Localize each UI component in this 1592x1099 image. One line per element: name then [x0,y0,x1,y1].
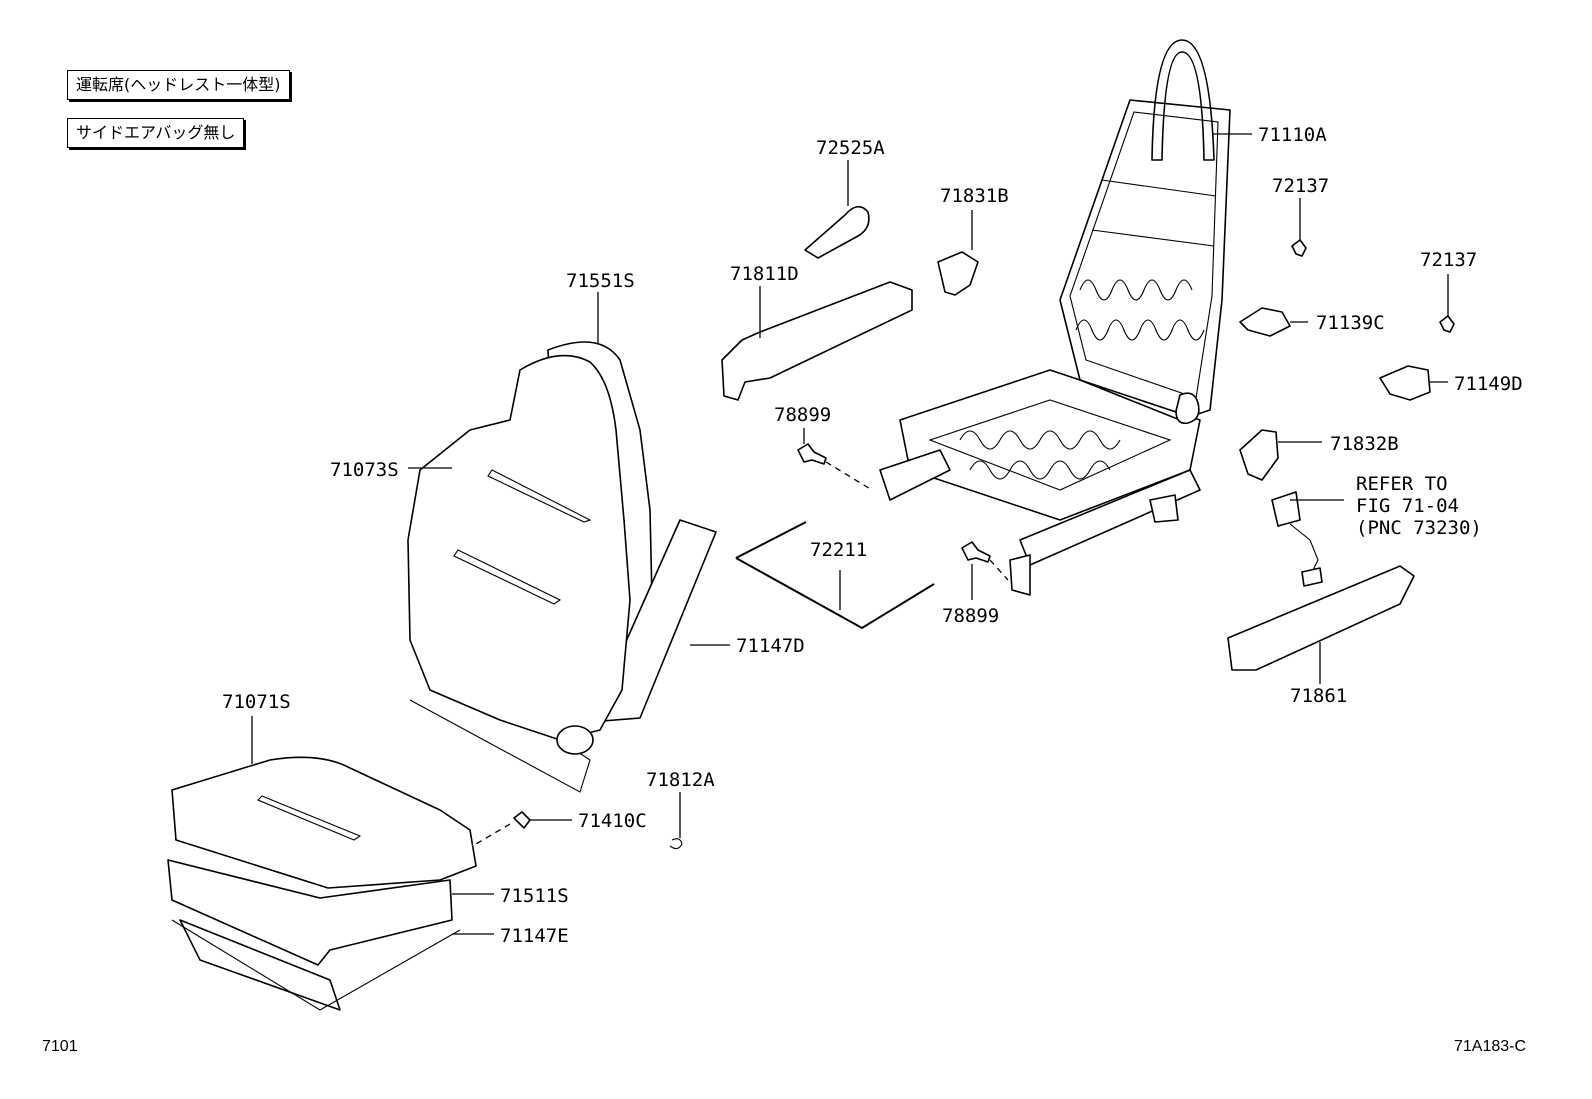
cover-71149D-illustration [1379,365,1431,401]
figure-code-right: 71A183-C [1454,1038,1527,1055]
label-refer-line3: (PNC 73230) [1356,517,1482,539]
cover-71861-illustration [1227,565,1415,671]
label-72211: 72211 [810,539,867,561]
seat-frame-illustration [879,39,1231,596]
bracket-71831B-illustration [937,251,979,296]
label-refer-line1: REFER TO [1356,473,1448,495]
cover-71832B-illustration [1239,429,1279,481]
label-78899-b: 78899 [942,605,999,627]
label-72525A: 72525A [816,137,885,159]
cover-71139C-illustration [1239,307,1291,337]
clip-72137-b-illustration [1439,315,1455,333]
label-71831B: 71831B [940,185,1009,207]
label-71812A: 71812A [646,769,715,791]
lever-72525A-illustration [804,205,870,259]
label-71832B: 71832B [1330,433,1399,455]
clip-71812A-illustration [669,838,683,850]
label-71551S: 71551S [566,270,635,292]
screw-71410C-illustration [513,811,531,829]
label-72137-a: 72137 [1272,175,1329,197]
label-71147D: 71147D [736,635,805,657]
note-no-side-airbag: サイドエアバッグ無し [67,118,245,148]
label-refer-line2: FIG 71-04 [1356,495,1459,517]
bolt-78899-b-illustration [961,541,991,563]
seatback-illustration [407,341,717,793]
label-71071S: 71071S [222,691,291,713]
label-71139C: 71139C [1316,312,1385,334]
label-71073S: 71073S [330,459,399,481]
shield-71811D-illustration [721,281,913,401]
buckle-illustration [1271,491,1323,587]
label-71149D: 71149D [1454,373,1523,395]
wire-72211-illustration [735,521,935,630]
label-71147E: 71147E [500,925,569,947]
label-78899-a: 78899 [774,404,831,426]
bolt-78899-a-illustration [797,443,827,465]
cushion-illustration [167,756,477,1011]
label-71410C: 71410C [578,810,647,832]
note-driver-seat: 運転席(ヘッドレスト一体型) [67,70,290,100]
clip-72137-a-illustration [1291,239,1307,257]
label-71811D: 71811D [730,263,799,285]
figure-number-left: 7101 [42,1038,78,1055]
label-71110A: 71110A [1258,124,1327,146]
leader-lines [251,133,1449,935]
label-71511S: 71511S [500,885,569,907]
label-71861: 71861 [1290,685,1347,707]
label-72137-b: 72137 [1420,249,1477,271]
